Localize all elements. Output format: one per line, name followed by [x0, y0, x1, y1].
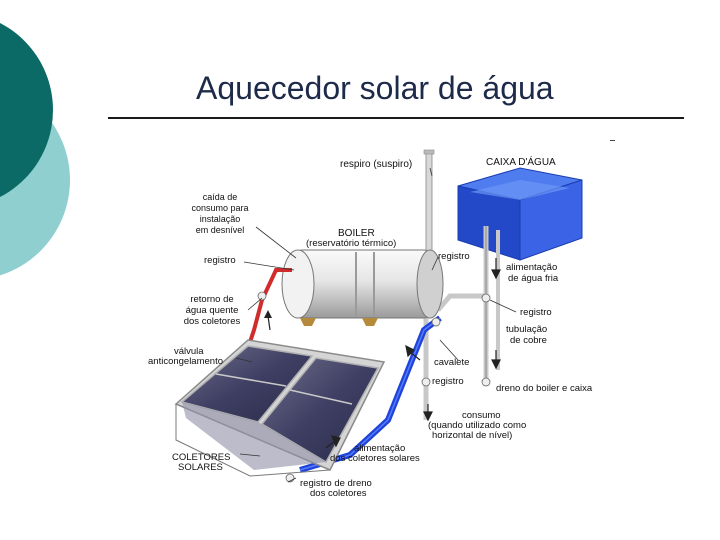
title-underline	[108, 117, 684, 119]
boiler	[281, 249, 444, 326]
label-valvula-1: válvula	[174, 346, 204, 357]
label-coletores-1: COLETORES	[172, 452, 230, 463]
vent-pipe	[423, 149, 435, 261]
label-caida-1: caída de	[203, 192, 238, 202]
label-consumo-2: (quando utilizado como	[428, 420, 526, 431]
deco-circle-dark	[0, 22, 53, 198]
slide-decoration	[0, 22, 70, 276]
label-alim-col-2: dos coletores solares	[330, 453, 420, 464]
label-retorno-3: dos coletores	[184, 316, 241, 327]
label-registro-mid: registro	[432, 376, 464, 387]
label-alim-col-1: alimentação	[354, 443, 405, 454]
label-dreno-col-2: dos coletores	[310, 488, 367, 499]
flow-arrows	[325, 258, 501, 449]
water-tank	[457, 167, 583, 261]
label-boiler-sub: (reservatório térmico)	[306, 238, 396, 249]
small-dash	[610, 140, 615, 141]
label-caida-2: consumo para	[191, 203, 248, 213]
label-cavalete: cavalete	[434, 357, 469, 368]
label-retorno-1: retorno de	[190, 294, 233, 305]
label-registro-right: registro	[520, 307, 552, 318]
cold-water-pipe	[436, 226, 500, 387]
label-caixa: CAIXA D'ÁGUA	[486, 155, 556, 168]
label-tubulacao-2: de cobre	[510, 335, 547, 346]
label-consumo-1: consumo	[462, 410, 501, 421]
label-registro-left: registro	[204, 255, 236, 266]
label-boiler: BOILER	[338, 228, 375, 239]
label-registro-top: registro	[438, 251, 470, 262]
label-retorno-2: água quente	[186, 305, 239, 316]
label-respiro: respiro (suspiro)	[340, 159, 412, 170]
label-caida-3: instalação	[200, 214, 241, 224]
label-alim-fria-1: alimentação	[506, 262, 557, 273]
label-valvula-2: anticongelamento	[148, 356, 223, 367]
label-dreno-col-1: registro de dreno	[300, 478, 372, 489]
slide-title: Aquecedor solar de água	[196, 70, 554, 106]
label-tubulacao-1: tubulação	[506, 324, 547, 335]
label-caida-4: em desnível	[196, 225, 245, 235]
consumption-pipe	[421, 300, 431, 420]
label-alim-fria-2: de água fria	[508, 273, 559, 284]
label-coletores-2: SOLARES	[178, 462, 223, 473]
label-consumo-3: horizontal de nível)	[432, 430, 512, 441]
leader-lines	[235, 167, 517, 483]
diagram-labels: respiro (suspiro) CAIXA D'ÁGUA caída de …	[148, 155, 593, 499]
label-dreno: dreno do boiler e caixa	[496, 383, 593, 394]
collector-feed-pipe	[299, 315, 442, 473]
